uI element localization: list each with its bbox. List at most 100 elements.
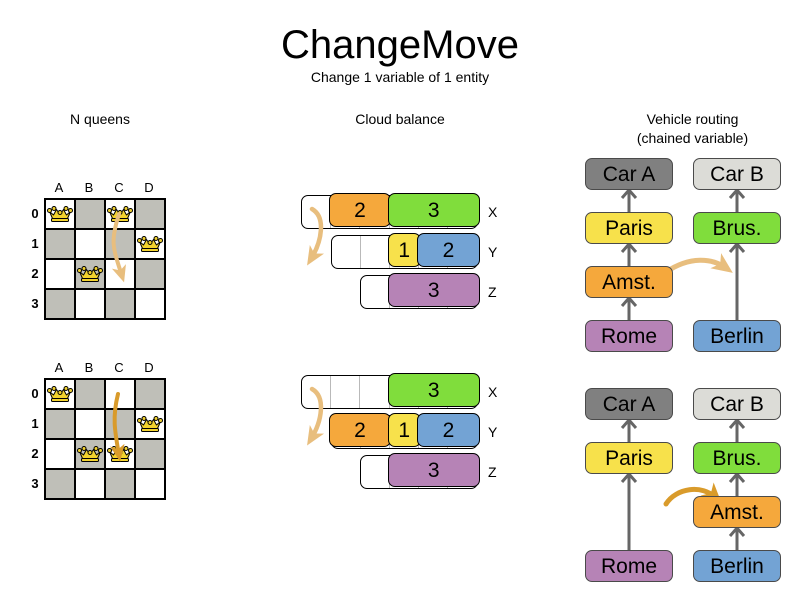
cloud-empty-slot bbox=[361, 276, 390, 308]
cloud-process-1[interactable]: 1 bbox=[387, 233, 421, 268]
board-cell-d2[interactable] bbox=[135, 259, 165, 289]
queen-icon bbox=[137, 415, 163, 432]
queen-icon bbox=[137, 235, 163, 252]
board-cell-d3[interactable] bbox=[135, 469, 165, 499]
cloud-process-3[interactable]: 3 bbox=[387, 193, 480, 228]
cloud-process-1[interactable]: 1 bbox=[387, 413, 421, 448]
cloud-process-2[interactable]: 2 bbox=[328, 413, 392, 448]
cloud-empty-slot bbox=[361, 236, 390, 268]
cloud-process-3[interactable]: 3 bbox=[387, 373, 480, 408]
board-cell-c3[interactable] bbox=[105, 289, 135, 319]
cloud-process-2[interactable]: 2 bbox=[328, 193, 392, 228]
queen-icon bbox=[47, 385, 73, 402]
board-cell-b1[interactable] bbox=[75, 229, 105, 259]
board-column-label-c: C bbox=[114, 360, 124, 375]
board-cell-a0[interactable] bbox=[45, 199, 75, 229]
chessboard-after bbox=[44, 378, 166, 500]
cloud-computer-label-y: Y bbox=[488, 244, 498, 260]
board-cell-c0[interactable] bbox=[105, 379, 135, 409]
board-cell-b2[interactable] bbox=[75, 439, 105, 469]
board-cell-d3[interactable] bbox=[135, 289, 165, 319]
queen-icon bbox=[107, 445, 133, 462]
cloud-process-2[interactable]: 2 bbox=[417, 413, 480, 448]
cloud-process-3[interactable]: 3 bbox=[387, 273, 480, 308]
board-cell-d2[interactable] bbox=[135, 439, 165, 469]
board-cell-a2[interactable] bbox=[45, 259, 75, 289]
vrp-node-paris[interactable]: Paris bbox=[585, 442, 673, 474]
cloud-empty-slot bbox=[360, 376, 390, 408]
board-cell-d1[interactable] bbox=[135, 409, 165, 439]
board-row-label-0: 0 bbox=[31, 206, 39, 221]
board-row-label-2: 2 bbox=[31, 266, 39, 281]
cloud-process-2[interactable]: 2 bbox=[417, 233, 480, 268]
vrp-node-carb[interactable]: Car B bbox=[693, 388, 781, 420]
vrp-node-cara[interactable]: Car A bbox=[585, 388, 673, 420]
board-column-label-d: D bbox=[144, 180, 154, 195]
queen-icon bbox=[47, 205, 73, 222]
board-cell-b1[interactable] bbox=[75, 409, 105, 439]
board-cell-c1[interactable] bbox=[105, 409, 135, 439]
vrp-node-rome[interactable]: Rome bbox=[585, 550, 673, 582]
board-cell-c1[interactable] bbox=[105, 229, 135, 259]
board-column-label-a: A bbox=[54, 360, 64, 375]
board-cell-d0[interactable] bbox=[135, 379, 165, 409]
vrp-node-rome[interactable]: Rome bbox=[585, 320, 673, 352]
board-cell-b0[interactable] bbox=[75, 199, 105, 229]
queen-icon bbox=[77, 265, 103, 282]
chessboard-before bbox=[44, 198, 166, 320]
vrp-node-brus[interactable]: Brus. bbox=[693, 212, 781, 244]
vrp-node-amst[interactable]: Amst. bbox=[585, 266, 673, 298]
cloud-empty-slot bbox=[302, 376, 332, 408]
cloud-process-3[interactable]: 3 bbox=[387, 453, 480, 488]
board-cell-a3[interactable] bbox=[45, 469, 75, 499]
board-cell-b3[interactable] bbox=[75, 289, 105, 319]
board-cell-a1[interactable] bbox=[45, 229, 75, 259]
board-cell-c3[interactable] bbox=[105, 469, 135, 499]
board-column-label-b: B bbox=[84, 360, 94, 375]
cloud-empty-slot bbox=[302, 196, 332, 228]
board-row-label-0: 0 bbox=[31, 386, 39, 401]
vrp-node-paris[interactable]: Paris bbox=[585, 212, 673, 244]
section-heading-vehicle-routing: Vehicle routing (chained variable) bbox=[600, 110, 785, 148]
board-row-label-3: 3 bbox=[31, 296, 39, 311]
cloud-computer-label-z: Z bbox=[488, 284, 497, 300]
vrp-heading-line1: Vehicle routing bbox=[646, 111, 739, 127]
board-row-label-1: 1 bbox=[31, 416, 39, 431]
cloud-computer-label-y: Y bbox=[488, 424, 498, 440]
vrp-node-berlin[interactable]: Berlin bbox=[693, 550, 781, 582]
queen-icon bbox=[107, 205, 133, 222]
board-cell-b3[interactable] bbox=[75, 469, 105, 499]
board-cell-d0[interactable] bbox=[135, 199, 165, 229]
board-cell-b0[interactable] bbox=[75, 379, 105, 409]
board-cell-a0[interactable] bbox=[45, 379, 75, 409]
vrp-node-berlin[interactable]: Berlin bbox=[693, 320, 781, 352]
cloud-computer-label-z: Z bbox=[488, 464, 497, 480]
vrp-node-brus[interactable]: Brus. bbox=[693, 442, 781, 474]
vrp-node-cara[interactable]: Car A bbox=[585, 158, 673, 190]
queen-icon bbox=[77, 445, 103, 462]
board-cell-a1[interactable] bbox=[45, 409, 75, 439]
board-cell-b2[interactable] bbox=[75, 259, 105, 289]
vrp-node-carb[interactable]: Car B bbox=[693, 158, 781, 190]
board-cell-c2[interactable] bbox=[105, 259, 135, 289]
board-cell-c0[interactable] bbox=[105, 199, 135, 229]
vrp-heading-line2: (chained variable) bbox=[636, 130, 749, 146]
board-cell-d1[interactable] bbox=[135, 229, 165, 259]
board-row-label-1: 1 bbox=[31, 236, 39, 251]
board-column-label-b: B bbox=[84, 180, 94, 195]
section-heading-cloud-balance: Cloud balance bbox=[355, 111, 445, 127]
page-title: ChangeMove bbox=[281, 23, 519, 67]
board-cell-c2[interactable] bbox=[105, 439, 135, 469]
board-cell-a3[interactable] bbox=[45, 289, 75, 319]
cloud-row-z-before: 3 bbox=[360, 273, 480, 309]
board-column-label-a: A bbox=[54, 180, 64, 195]
vrp-node-amst[interactable]: Amst. bbox=[693, 496, 781, 528]
board-cell-a2[interactable] bbox=[45, 439, 75, 469]
